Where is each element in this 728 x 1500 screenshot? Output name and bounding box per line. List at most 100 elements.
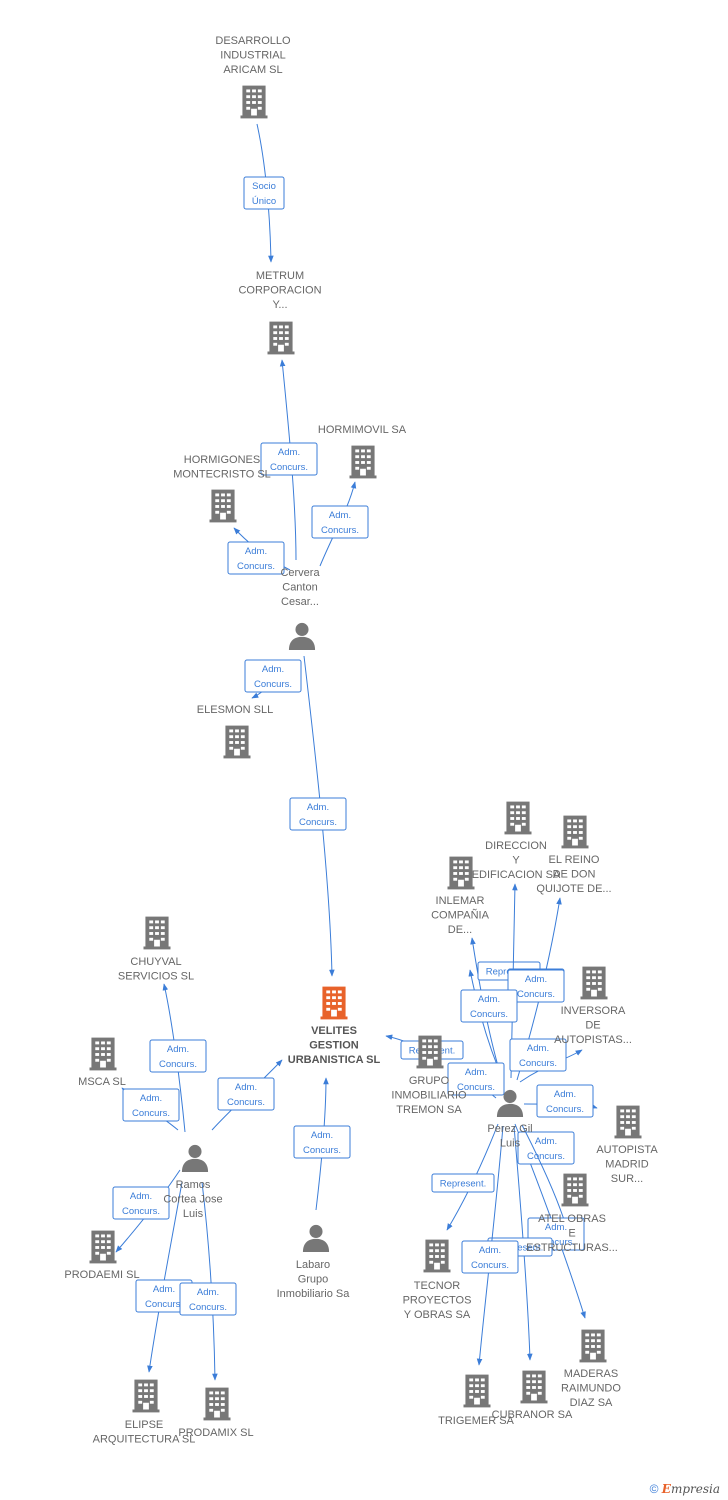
node-label-line: INLEMAR <box>436 895 485 907</box>
relation-label: Adm. <box>153 1284 175 1295</box>
node-hormigones[interactable] <box>209 489 237 523</box>
relation-badge[interactable]: Represent. <box>431 1173 495 1193</box>
node-ramos[interactable] <box>181 1144 209 1172</box>
brand-logo[interactable]: Empresia <box>661 1482 720 1496</box>
node-direccion[interactable] <box>504 801 532 835</box>
relation-badge[interactable]: Adm.Concurs. <box>507 969 565 1003</box>
node-maderas[interactable] <box>579 1329 607 1363</box>
relation-label: Adm. <box>167 1044 189 1055</box>
relation-badge[interactable]: Adm.Concurs. <box>293 1125 351 1159</box>
node-label[interactable]: CUBRANOR SA <box>492 1409 573 1421</box>
relation-badge[interactable]: Adm.Concurs. <box>311 505 369 539</box>
node-desarrollo[interactable] <box>240 85 268 119</box>
person-icon <box>181 1144 209 1172</box>
relation-label: Concurs. <box>471 1260 509 1271</box>
node-inversora[interactable] <box>580 966 608 1000</box>
node-trigemer[interactable] <box>463 1374 491 1408</box>
relation-label: Único <box>252 196 276 207</box>
node-elreino[interactable] <box>561 815 589 849</box>
node-label[interactable]: PRODAEMI SL <box>64 1269 139 1281</box>
node-elesmon[interactable] <box>223 725 251 759</box>
relation-badge[interactable]: Adm.Concurs. <box>536 1084 594 1118</box>
relation-label: Concurs. <box>537 1237 575 1248</box>
relation-badge[interactable]: Adm.Concurs. <box>149 1039 207 1073</box>
node-autopista[interactable] <box>614 1105 642 1139</box>
node-hormimovil[interactable] <box>349 445 377 479</box>
node-velites[interactable] <box>320 986 348 1020</box>
node-label-line: GESTION <box>309 1040 359 1052</box>
node-label-line: Labaro <box>296 1259 330 1271</box>
node-metrum[interactable] <box>267 321 295 355</box>
node-chuyval[interactable] <box>143 916 171 950</box>
relation-badge[interactable]: Adm.Concurs. <box>517 1131 575 1165</box>
node-label[interactable]: TRIGEMER SA <box>438 1415 514 1427</box>
relation-badge[interactable]: Adm.Concurs. <box>227 541 285 575</box>
relation-badge[interactable]: Adm.Concurs. <box>179 1282 237 1316</box>
relation-badge[interactable]: Adm.Concurs. <box>112 1186 170 1220</box>
node-label-line: HORMIGONES <box>184 454 260 466</box>
node-label-line: Luis <box>183 1208 204 1220</box>
node-label-line: HORMIMOVIL SA <box>318 424 407 436</box>
node-prodaemi[interactable] <box>89 1230 117 1264</box>
node-elipse[interactable] <box>132 1379 160 1413</box>
relation-badge-box <box>509 1038 567 1072</box>
node-label-line: EDIFICACION SA <box>472 869 561 881</box>
node-tremon[interactable] <box>416 1035 444 1069</box>
node-label[interactable]: PRODAMIX SL <box>178 1427 253 1439</box>
building-icon <box>520 1370 548 1404</box>
node-labaro[interactable] <box>302 1224 330 1252</box>
node-cervera[interactable] <box>288 622 316 650</box>
relation-label: Adm. <box>197 1287 219 1298</box>
node-label-line: ARQUITECTURA SL <box>93 1434 196 1446</box>
relation-label: Adm. <box>262 664 284 675</box>
node-label[interactable]: MSCA SL <box>78 1076 126 1088</box>
building-icon <box>209 489 237 523</box>
node-label[interactable]: HORMIMOVIL SA <box>318 424 407 436</box>
relation-badge[interactable]: Adm.Concurs. <box>244 659 302 693</box>
node-atelobras[interactable] <box>561 1173 589 1207</box>
relation-badge-box <box>460 989 518 1023</box>
relation-badge[interactable]: Adm.Concurs. <box>260 442 318 476</box>
node-cubranor[interactable] <box>520 1370 548 1404</box>
relation-badge[interactable]: Adm.Concurs. <box>217 1077 275 1111</box>
relation-badge[interactable]: Adm. Concurs. <box>135 1279 193 1313</box>
relation-badge[interactable]: Adm.Concurs. <box>122 1088 180 1122</box>
relation-label: Concurs. <box>546 1104 584 1115</box>
node-inlemar[interactable] <box>447 856 475 890</box>
node-prodamix[interactable] <box>203 1387 231 1421</box>
relation-badge[interactable]: Adm.Concurs. <box>447 1062 505 1096</box>
edge-labaro-to-velites: Adm.Concurs. <box>293 1077 351 1211</box>
node-label[interactable]: ELESMON SLL <box>197 704 273 716</box>
relation-badge[interactable]: Adm.Concurs. <box>509 1038 567 1072</box>
relation-label: Concurs. <box>145 1299 183 1310</box>
node-label-line: Ramos <box>176 1179 211 1191</box>
relation-label: Concurs. <box>122 1206 160 1217</box>
node-msca[interactable] <box>89 1037 117 1071</box>
relation-badge[interactable]: Adm.Concurs. <box>461 1240 519 1274</box>
node-tecnor[interactable] <box>423 1239 451 1273</box>
relation-badge[interactable]: Adm.Concurs. <box>289 797 347 831</box>
relation-badge[interactable]: Adm.Concurs. <box>460 989 518 1023</box>
relation-label: Adm. <box>140 1093 162 1104</box>
relation-badge-box <box>311 505 369 539</box>
